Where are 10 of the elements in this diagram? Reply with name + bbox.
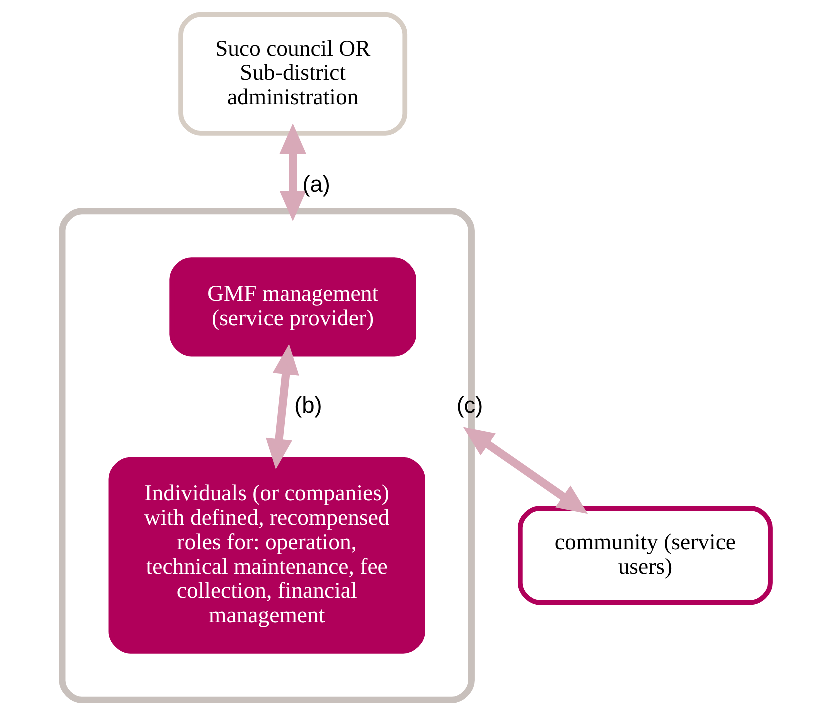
node-box: Individuals (or companies) with defined, recompensed roles for: operation, technical maintenance, fee collection, financial management [108, 457, 426, 654]
arrow [463, 427, 588, 514]
edge-label: (c) [456, 392, 484, 418]
node-box: GMF management (service provider) [170, 258, 416, 357]
edge-label: (a) [302, 171, 330, 198]
edge-label: (b) [294, 392, 322, 418]
arrow [266, 344, 300, 470]
node-box: community (service users) [518, 506, 773, 606]
node-box: Suco council OR Sub-district administration [178, 12, 408, 136]
arrow [280, 124, 306, 222]
